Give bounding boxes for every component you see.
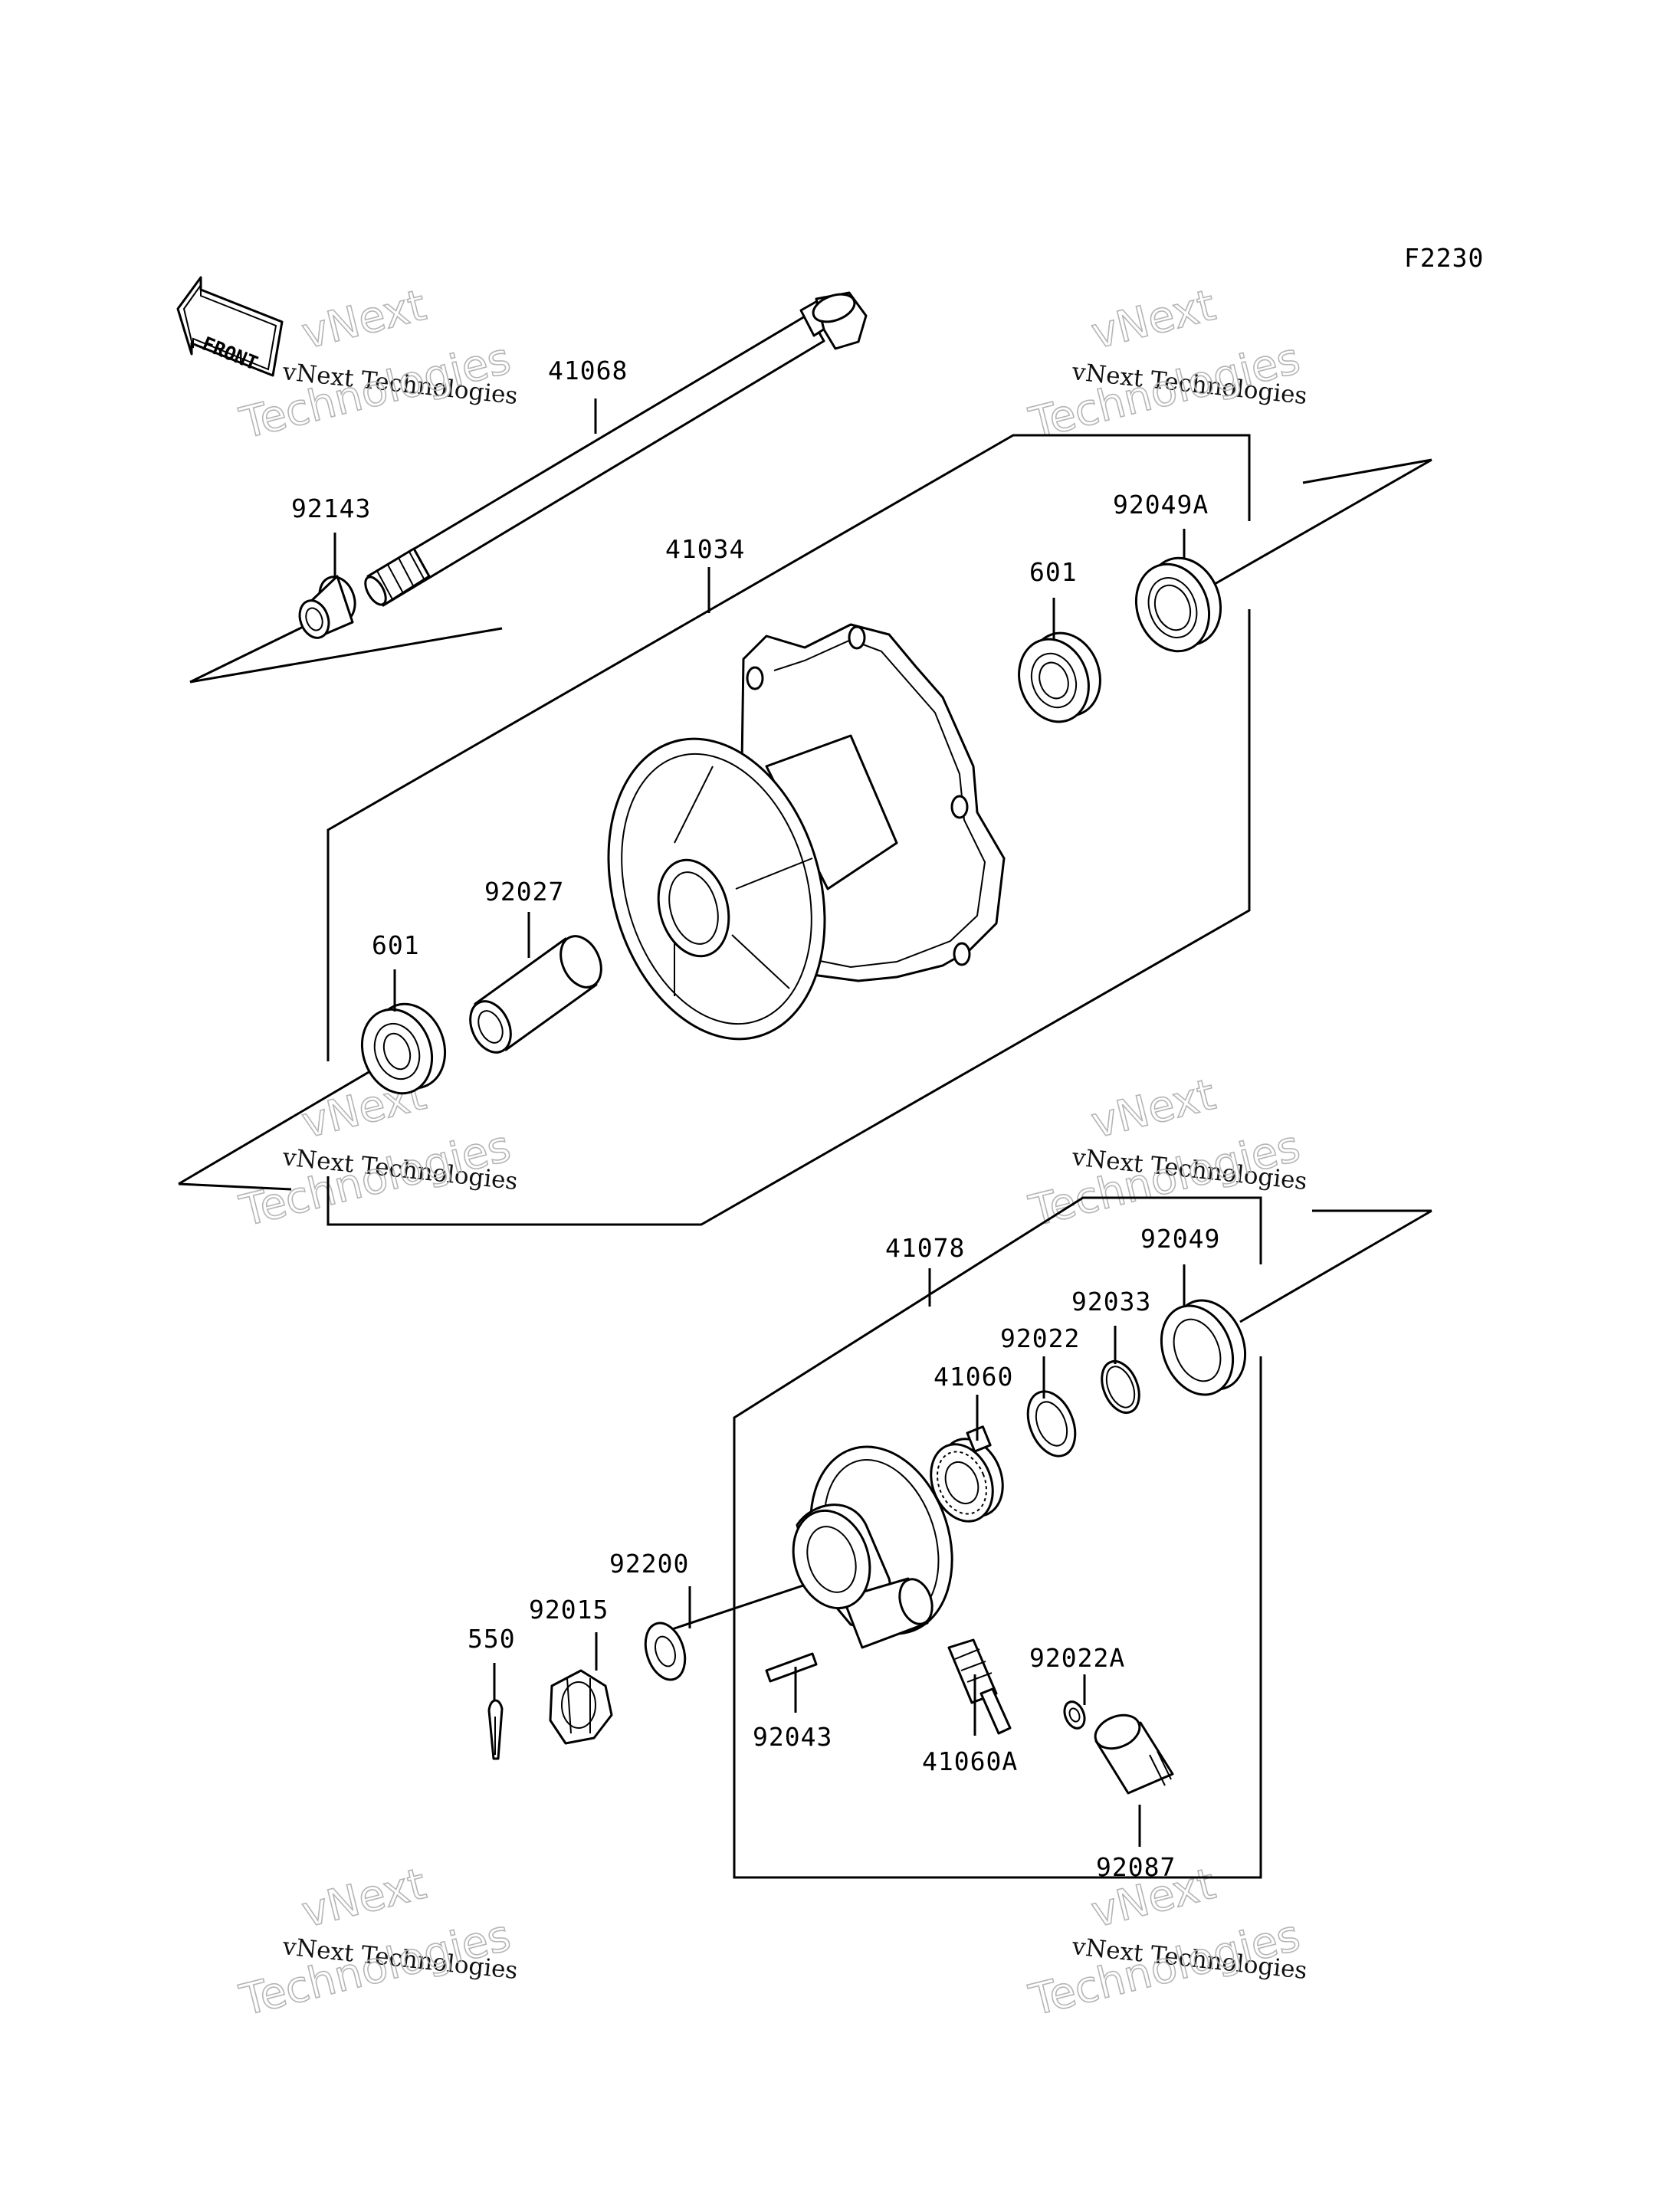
washer-92022a (1063, 1700, 1086, 1730)
washer (1026, 1390, 1077, 1458)
label-92049a: 92049A (1113, 490, 1209, 520)
label-41060: 41060 (934, 1362, 1013, 1392)
label-601-left: 601 (372, 930, 420, 960)
bearing-right (1018, 631, 1101, 723)
label-41068: 41068 (548, 356, 628, 385)
svg-text:vNext: vNext (297, 1859, 431, 1938)
castle-nut (549, 1669, 613, 1745)
part-number-labels: 41068 92143 41034 601 92049A 92027 601 4… (291, 356, 1220, 1882)
hub-assembly-frame (178, 434, 1432, 1226)
leader-lines (333, 398, 1186, 1847)
label-92033: 92033 (1071, 1287, 1151, 1317)
watermark-middle-left: vNext vNext Technologies Technologies (235, 1069, 519, 1237)
oil-seal-right (1134, 556, 1222, 653)
pin (765, 1652, 818, 1683)
svg-text:Technologies: Technologies (235, 1121, 516, 1236)
label-92200: 92200 (609, 1549, 689, 1579)
label-41078: 41078 (885, 1233, 965, 1263)
svg-text:vNext: vNext (1087, 1070, 1220, 1149)
label-92143: 92143 (291, 494, 371, 523)
svg-text:Technologies: Technologies (1025, 1121, 1305, 1236)
wheel-hub (607, 623, 1006, 1041)
watermark-bottom-left: vNext vNext Technologies Technologies (235, 1858, 519, 2026)
meter-gear-assembly-frame (651, 1196, 1432, 1879)
oil-seal-gear-side (1160, 1299, 1247, 1396)
svg-text:vNext: vNext (297, 280, 431, 359)
washer-92200 (644, 1622, 687, 1681)
bearing-left (360, 1002, 447, 1095)
diagram-id: F2230 (1404, 243, 1484, 273)
watermark-top-right: vNext vNext Technologies Technologies (1024, 280, 1308, 449)
meter-gear-housing (792, 1445, 953, 1649)
svg-text:vNext: vNext (1087, 280, 1220, 359)
bushing (1094, 1713, 1174, 1795)
label-41060a: 41060A (922, 1746, 1018, 1776)
label-92087: 92087 (1096, 1852, 1176, 1882)
watermark-top-left: vNext vNext Technologies Technologies (235, 280, 519, 449)
svg-text:Technologies: Technologies (1025, 333, 1305, 448)
label-92022a: 92022A (1029, 1643, 1125, 1673)
label-92027: 92027 (484, 877, 564, 907)
front-direction-arrow-icon: FRONT (176, 276, 284, 377)
collar (298, 575, 356, 639)
label-92043: 92043 (753, 1722, 832, 1752)
cotter-pin (487, 1699, 504, 1760)
label-601-right: 601 (1029, 557, 1078, 587)
watermark-middle-right: vNext vNext Technologies Technologies (1024, 1069, 1308, 1237)
spacer-tube (469, 935, 602, 1054)
label-550: 550 (468, 1624, 516, 1654)
watermark-bottom-right: vNext vNext Technologies Technologies (1024, 1858, 1308, 2026)
label-92015: 92015 (529, 1595, 609, 1625)
front-axle (364, 291, 868, 607)
label-92049: 92049 (1140, 1224, 1220, 1254)
label-92022: 92022 (1000, 1323, 1080, 1353)
svg-text:Technologies: Technologies (235, 1910, 516, 2025)
label-41034: 41034 (665, 534, 745, 564)
circlip (1101, 1360, 1140, 1414)
svg-text:Technologies: Technologies (1025, 1910, 1305, 2025)
meter-pinion (947, 1638, 1012, 1735)
